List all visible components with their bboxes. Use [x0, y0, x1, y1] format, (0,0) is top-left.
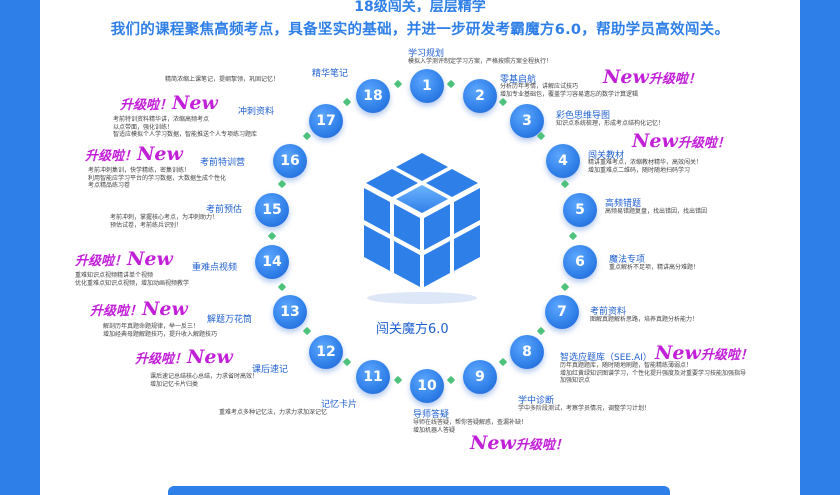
step-title-12: 课后速记	[252, 365, 289, 375]
step-desc-14: 重难知识点视频精讲单个视频 优化重难点知识点视频，增加动画视频教学	[75, 272, 190, 287]
step-title-9: 学中诊断	[518, 396, 555, 406]
upgrade-badge: 升级啦！New	[120, 92, 218, 114]
step-node-16: 16	[273, 144, 307, 178]
step-node-4: 4	[546, 144, 580, 178]
step-title-11: 记忆卡片	[321, 400, 358, 410]
step-desc-8: 历年真题题库，随时随地刷题，智能精练薄弱点！ 增加红黄绿知识图谱学习，个性化提升…	[560, 362, 747, 384]
step-title-14: 重难点视频	[192, 263, 238, 273]
step-desc-10: 导师在线答疑，帮你答疑解惑，查漏补缺！ 增加机器人答疑	[413, 419, 528, 434]
step-desc-18: 精简浓缩上课笔记，提纲挈领，巩固记忆！	[165, 76, 280, 83]
bottom-tab-bar	[168, 486, 670, 495]
upgrade-badge: 升级啦！New	[75, 248, 173, 270]
step-node-1: 1	[410, 69, 444, 103]
upgrade-badge: New升级啦！	[470, 432, 568, 454]
step-title-3: 彩色思维导图	[556, 111, 611, 121]
step-desc-7: 图解真题解析思路，培养真题分析能力！	[590, 316, 699, 323]
header: 18级闯关，层层精学 我们的课程聚焦高频考点，具备坚实的基础，并进一步研发考霸魔…	[0, 0, 840, 39]
step-desc-12: 课后速记总结核心总结，力求省时高效！ 增加记忆卡片归类	[150, 373, 259, 388]
upgrade-badge: 升级啦！New	[85, 143, 183, 165]
step-node-12: 12	[309, 335, 343, 369]
step-title-10: 导师答疑	[413, 410, 450, 420]
upgrade-badge: 升级啦！New	[135, 346, 233, 368]
step-title-13: 解题万花筒	[207, 315, 253, 325]
rubik-cube-icon	[364, 153, 480, 304]
step-desc-2: 分析历年考情，讲解应试技巧 增加专业基础包，覆盖学习容易遗忘的数学计算逻辑	[500, 83, 639, 98]
step-title-17: 冲刺资料	[238, 107, 275, 117]
step-node-10: 10	[410, 369, 444, 403]
step-title-2: 零基启航	[500, 75, 537, 85]
step-node-9: 9	[463, 360, 497, 394]
step-desc-1: 模拟入学测评制定学习方案，严格按照方案全程执行！	[408, 58, 553, 65]
step-desc-13: 解剖历年真题命题规律，举一反三！ 增加经典母题解题技巧，提升收入解题技巧	[103, 323, 218, 338]
step-node-5: 5	[563, 193, 597, 227]
step-title-4: 闯关教材	[588, 151, 625, 161]
step-desc-9: 学中多阶段测试，考察学员情况，调整学习计划！	[518, 405, 651, 412]
step-title-15: 考前预估	[206, 205, 243, 215]
header-subtitle: 我们的课程聚焦高频考点，具备坚实的基础，并进一步研发考霸魔方6.0，帮助学员高效…	[110, 22, 730, 38]
step-node-2: 2	[463, 79, 497, 113]
step-node-8: 8	[510, 335, 544, 369]
step-title-18: 精华笔记	[312, 69, 349, 79]
upgrade-badge: New升级啦！	[632, 130, 730, 152]
step-node-17: 17	[309, 104, 343, 138]
header-title: 18级闯关，层层精学	[354, 0, 486, 12]
step-desc-4: 精讲重难考点，浓缩教材精华，高效闯关！ 增加重难点二维码，随时随地扫码学习	[588, 159, 703, 174]
step-node-13: 13	[273, 295, 307, 329]
step-title-8: 智选应题库（SEE.AI）	[560, 353, 652, 363]
step-desc-16: 考前冲刺集训，快学精练，密集训练！ 利用智能应学习平台的学习数据，大数据生成个性…	[88, 167, 227, 189]
upgrade-badge: New升级啦！	[655, 342, 753, 364]
step-node-11: 11	[356, 360, 390, 394]
upgrade-badge: 升级啦！New	[90, 298, 188, 320]
step-title-1: 学习规划	[408, 49, 445, 59]
step-title-16: 考前特训营	[200, 158, 246, 168]
step-desc-15: 考前冲刺，掌握核心考点，为冲刺助力！ 预估试卷，考前练兵识别！	[110, 214, 219, 229]
step-node-15: 15	[255, 193, 289, 227]
step-desc-17: 考前特训资料精华讲，浓缩高频考点 以点带面，强化训练！ 智适应模拟个人学习数据，…	[113, 116, 258, 138]
step-node-6: 6	[563, 245, 597, 279]
step-node-3: 3	[510, 104, 544, 138]
step-desc-3: 知识点系统梳理，形成考点结构化记忆！	[556, 120, 665, 127]
step-node-7: 7	[545, 295, 579, 329]
step-title-5: 高频错题	[605, 199, 642, 209]
cube-label: 闯关魔方6.0	[376, 322, 449, 337]
step-title-7: 考前资料	[590, 307, 627, 317]
step-desc-5: 高频易错题复盘，找出错因，找出错因	[605, 208, 708, 215]
step-title-6: 魔法专项	[609, 255, 646, 265]
step-desc-11: 重难考点多种记忆法，力求力求加深记忆	[219, 409, 328, 416]
upgrade-badge: New升级啦！	[603, 66, 701, 88]
step-desc-6: 重点解析不足项，精讲高分难题！	[609, 264, 700, 271]
step-node-18: 18	[356, 79, 390, 113]
step-node-14: 14	[255, 245, 289, 279]
